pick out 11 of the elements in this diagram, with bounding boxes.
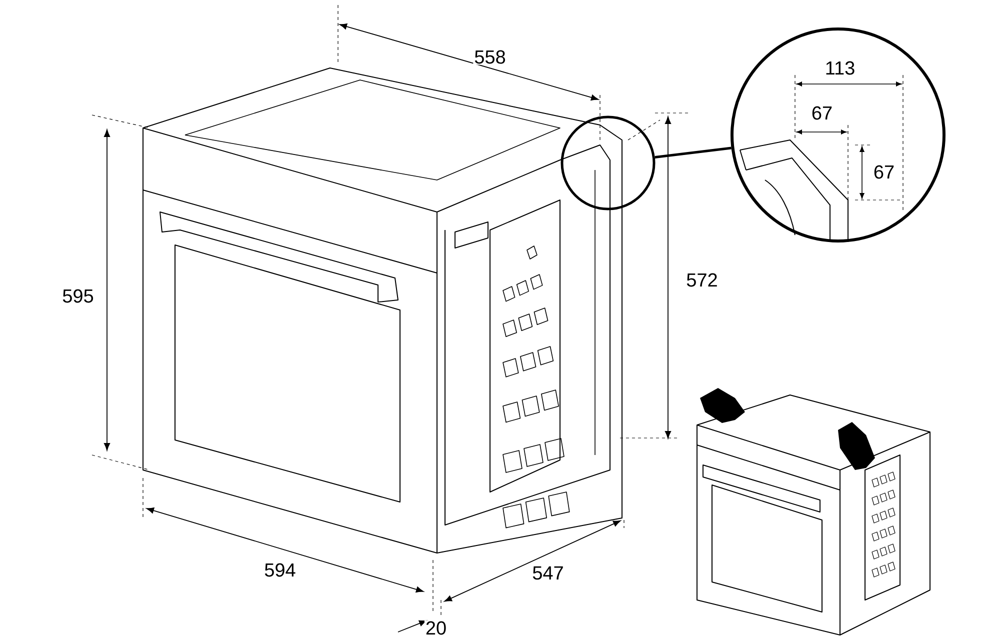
dimension-label: 67: [874, 165, 894, 179]
dimension-label: 594: [263, 562, 297, 578]
dimension-label: 558: [473, 49, 507, 65]
detail-circle: [560, 116, 656, 210]
dimension-label: 547: [531, 565, 565, 581]
dimension-label: 20: [424, 620, 448, 636]
dimension-label: 67: [812, 106, 832, 120]
dimension-label: 572: [685, 272, 719, 288]
connector-line: [654, 146, 732, 159]
dimension-label: 113: [826, 61, 854, 75]
dimension-label: 595: [61, 288, 95, 304]
